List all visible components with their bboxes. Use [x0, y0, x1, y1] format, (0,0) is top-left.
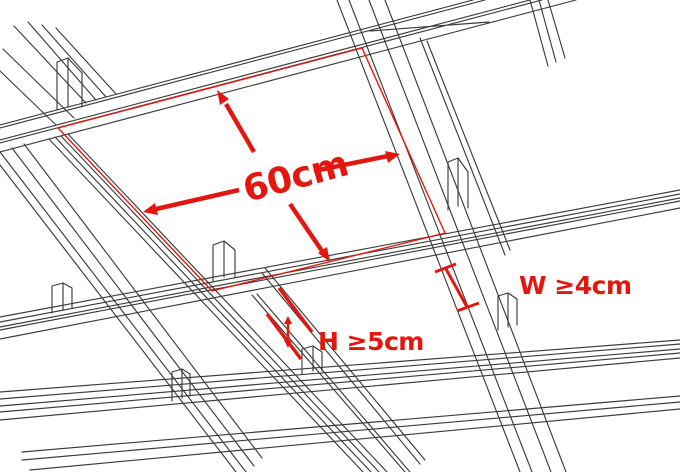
- dimension-labels: 60cm H ≥5cm W ≥4cm: [239, 143, 632, 356]
- arrowhead-right: [385, 151, 400, 163]
- height-arrowheads: [284, 316, 292, 348]
- hanger-bracket: [212, 240, 236, 282]
- arrowhead-up-left: [217, 90, 229, 105]
- hanger-bracket: [56, 57, 83, 111]
- tile-size-label: 60cm: [239, 143, 353, 210]
- main-runner-bottom: [21, 395, 680, 471]
- cross-tee-top-right-stub: [529, 0, 566, 67]
- tile-size-arrows: [155, 102, 389, 253]
- width-tick-left: [434, 262, 457, 274]
- hanger-bracket: [301, 345, 323, 375]
- height-ref-line-top: [277, 286, 314, 334]
- tile-size-arrowheads: [143, 90, 400, 262]
- height-ref-line-bottom: [265, 312, 303, 361]
- cross-tee-tile-left: [48, 133, 388, 472]
- hanger-bracket: [171, 368, 191, 402]
- height-dimension: [265, 286, 314, 361]
- main-runner-second: [0, 189, 680, 340]
- tile-outline: [56, 47, 446, 292]
- hanger-bracket: [447, 157, 469, 211]
- dimension-annotations: 60cm H ≥5cm W ≥4cm: [56, 47, 632, 361]
- rib-width-label: W ≥4cm: [519, 271, 632, 300]
- arrow-left-shaft: [155, 187, 240, 212]
- arrow-up-left-shaft: [224, 102, 256, 154]
- cross-tee-left: [0, 143, 263, 472]
- cross-tee-tile-right: [336, 0, 567, 472]
- height-arrowhead-up: [284, 316, 292, 324]
- cross-tee-upper-left: [0, 21, 117, 126]
- arrowhead-down-right: [318, 247, 330, 262]
- arrowhead-left: [143, 203, 158, 215]
- width-dimension: [434, 262, 480, 313]
- hanger-bracket: [51, 282, 73, 314]
- hanger-bracket: [497, 292, 518, 331]
- width-tick-right: [456, 301, 480, 313]
- main-runner-third: [0, 339, 680, 421]
- main-runner-top: [0, 0, 577, 153]
- width-connector: [444, 268, 469, 308]
- arrow-down-right-shaft: [288, 202, 324, 253]
- cross-tee-center: [251, 267, 426, 472]
- arrow-right-shaft: [313, 153, 389, 174]
- rib-height-label: H ≥5cm: [318, 327, 424, 356]
- cross-tee-upper-right: [419, 37, 511, 256]
- height-arrowhead-down: [284, 340, 292, 348]
- hanger-brackets: [51, 57, 518, 402]
